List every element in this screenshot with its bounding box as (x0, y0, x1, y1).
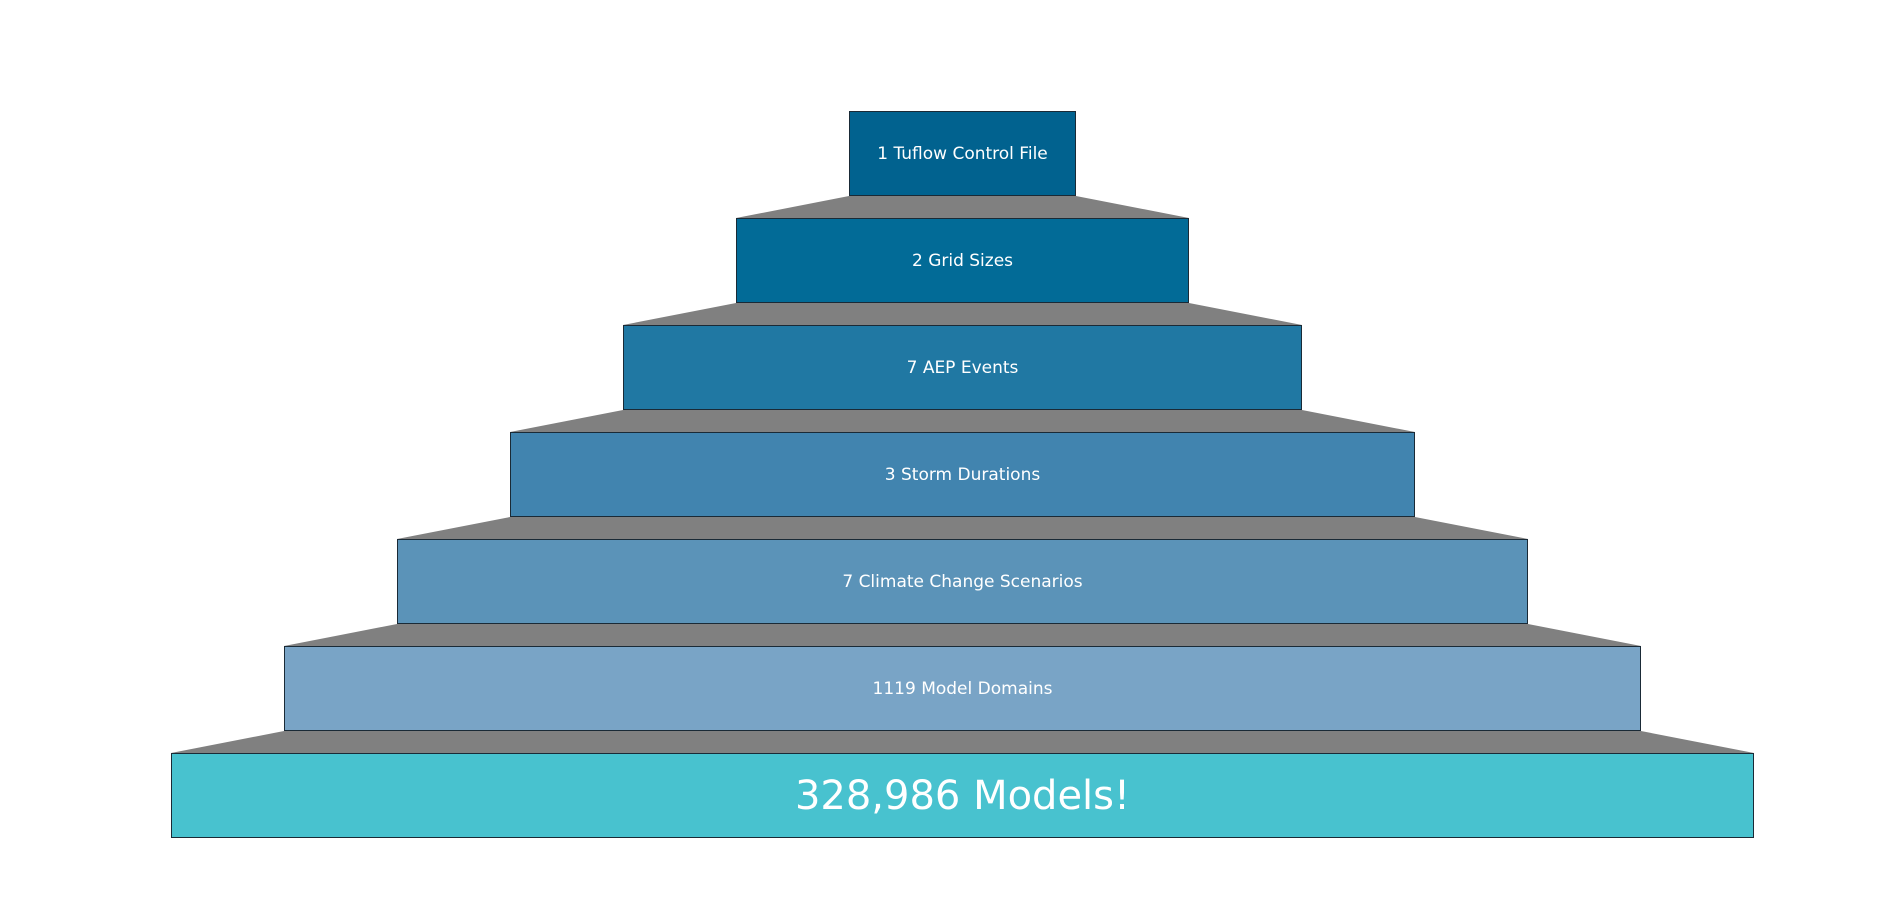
tier-total-models: 328,986 Models! (171, 753, 1754, 838)
tier-connector (397, 517, 1528, 539)
tier-connector (623, 303, 1302, 325)
tier-connector (284, 624, 1641, 646)
tier-aep-events: 7 AEP Events (623, 325, 1302, 410)
tier-connector (736, 196, 1189, 218)
tier-model-domains: 1119 Model Domains (284, 646, 1641, 731)
tier-tuflow-control-file: 1 Tuflow Control File (849, 111, 1076, 196)
tier-storm-durations: 3 Storm Durations (510, 432, 1415, 517)
tier-grid-sizes: 2 Grid Sizes (736, 218, 1189, 303)
tier-connector (171, 731, 1754, 753)
tier-climate-change-scenarios: 7 Climate Change Scenarios (397, 539, 1528, 624)
tier-connector (510, 410, 1415, 432)
